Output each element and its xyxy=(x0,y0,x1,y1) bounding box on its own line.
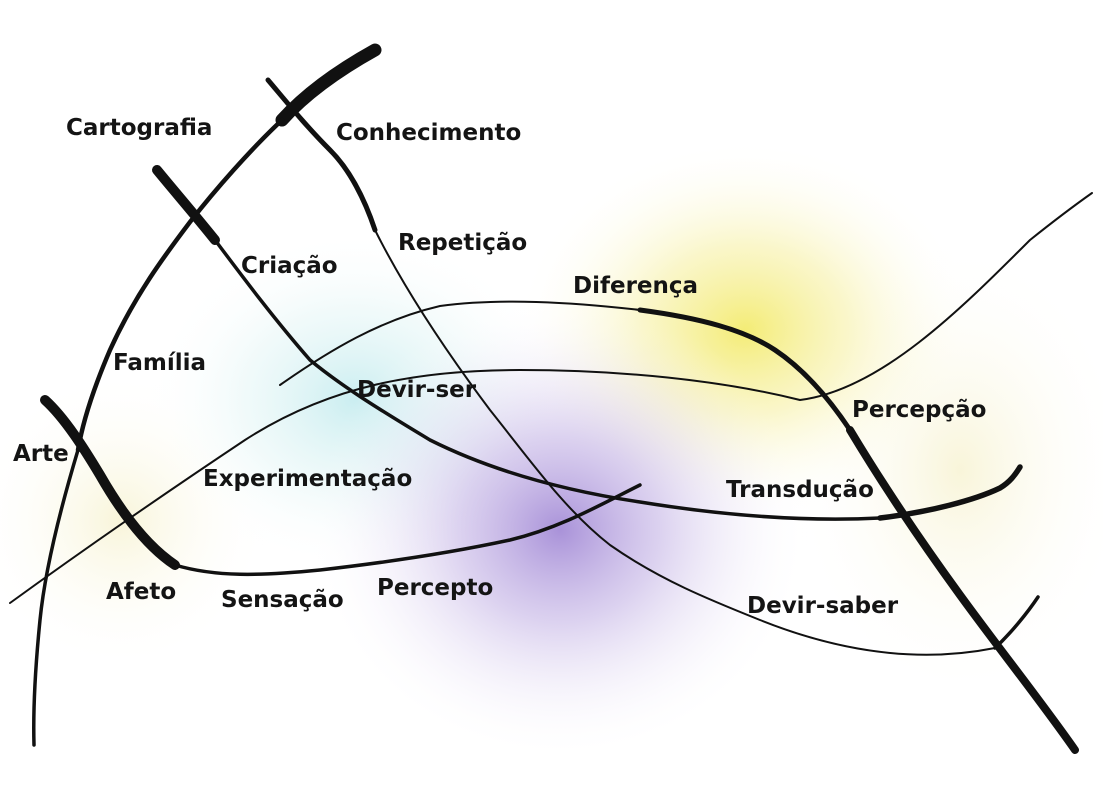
line-afeto-percepto xyxy=(173,483,642,577)
line-conhecimento xyxy=(265,77,378,233)
line-diferenca-left xyxy=(279,300,641,386)
map-lines xyxy=(9,43,1093,754)
label-arte: Arte xyxy=(13,441,69,467)
label-familia: Família xyxy=(113,350,206,376)
line-percepcao-down xyxy=(846,426,1079,754)
label-devir-saber: Devir-saber xyxy=(747,593,899,619)
line-cartografia-thick xyxy=(275,43,382,127)
label-transducao: Transdução xyxy=(726,477,874,503)
glow-purple xyxy=(310,300,810,760)
label-repeticao: Repetição xyxy=(398,230,527,256)
line-diferenca xyxy=(637,307,853,433)
label-percepcao: Percepção xyxy=(852,397,986,423)
label-cartografia: Cartografia xyxy=(66,115,212,141)
label-criacao: Criação xyxy=(241,253,338,279)
line-repeticao xyxy=(374,229,996,656)
label-percepto: Percepto xyxy=(377,575,493,601)
line-criacao-thick xyxy=(152,165,220,245)
line-criacao xyxy=(213,238,882,521)
label-conhecimento: Conhecimento xyxy=(336,120,521,146)
line-transducao-end xyxy=(877,464,1023,521)
background-glows xyxy=(0,140,1103,760)
line-left-vertical xyxy=(32,448,80,747)
label-devir-ser: Devir-ser xyxy=(357,377,477,403)
label-afeto: Afeto xyxy=(106,579,176,605)
line-cartografia-arm xyxy=(75,117,285,453)
label-experimentacao: Experimentação xyxy=(203,466,412,492)
concept-labels: Cartografia Conhecimento Repetição Criaç… xyxy=(13,115,986,619)
line-arte-thick xyxy=(40,395,180,570)
label-diferenca: Diferença xyxy=(573,273,698,299)
line-experimentacao xyxy=(9,192,1093,604)
label-sensacao: Sensação xyxy=(221,587,344,613)
